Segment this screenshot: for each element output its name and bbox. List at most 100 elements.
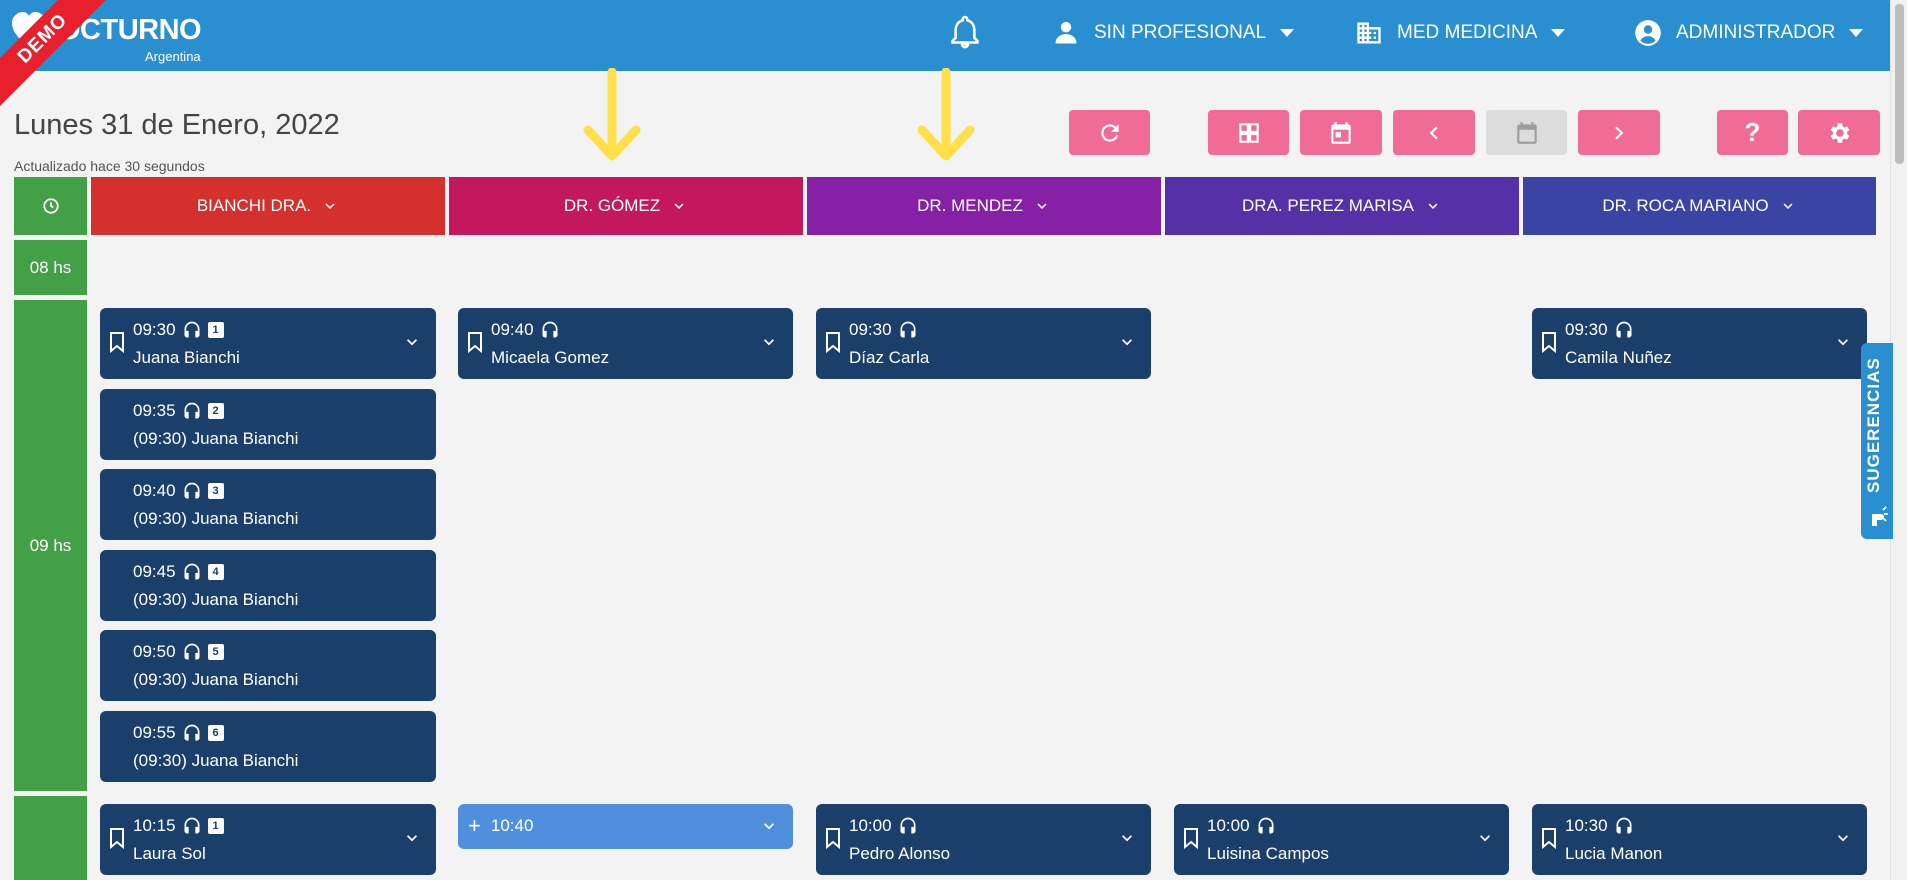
- settings-button[interactable]: [1798, 110, 1880, 155]
- headset-icon: [1258, 817, 1274, 834]
- refresh-icon: [1100, 123, 1119, 142]
- patient-name: (09:30) Juana Bianchi: [133, 670, 299, 689]
- headset-icon: [900, 817, 916, 834]
- overbooking-number: 6: [207, 725, 224, 741]
- bookmark-icon[interactable]: [825, 331, 841, 353]
- bookmark-icon[interactable]: [1541, 827, 1557, 849]
- chevron-down-icon[interactable]: [1117, 828, 1137, 848]
- grid-view-button[interactable]: [1208, 110, 1289, 155]
- gear-icon: [1830, 122, 1850, 143]
- building-icon: [1357, 22, 1381, 44]
- appointment-card[interactable]: 09:40 Micaela Gomez: [458, 308, 793, 379]
- help-button[interactable]: ?: [1717, 110, 1788, 155]
- appointment-time: 09:50: [133, 642, 176, 661]
- top-bar: OCTURNO Argentina DEMO SIN PROFESIONAL M…: [0, 0, 1890, 119]
- bookmark-icon[interactable]: [109, 331, 125, 353]
- chevron-down-icon[interactable]: [402, 332, 422, 352]
- headset-icon: [184, 482, 200, 499]
- patient-name: Micaela Gomez: [491, 348, 610, 367]
- appointment-time: 09:55: [133, 723, 176, 742]
- overbooking-number: 2: [207, 403, 224, 419]
- clinic-selector[interactable]: MED MEDICINA: [1355, 18, 1566, 48]
- bookmark-icon[interactable]: [467, 331, 483, 353]
- chevron-down-icon: [1428, 203, 1438, 209]
- appointment-time: 10:15: [133, 816, 176, 835]
- chevron-down-icon[interactable]: [1833, 332, 1853, 352]
- lightbulb-hand-icon: [1872, 506, 1888, 526]
- appointment-card[interactable]: 10:15 1 Laura Sol: [100, 804, 436, 875]
- appointment-time: 09:40: [133, 481, 176, 500]
- appointment-card[interactable]: 09:50 5 (09:30) Juana Bianchi: [100, 630, 436, 701]
- column-header-bianchi[interactable]: BIANCHI DRA.: [91, 177, 445, 235]
- user-menu[interactable]: ADMINISTRADOR: [1634, 18, 1864, 48]
- patient-name: Juana Bianchi: [133, 348, 240, 367]
- next-day-button[interactable]: [1578, 110, 1660, 155]
- chevron-down-icon[interactable]: [402, 828, 422, 848]
- appointment-card[interactable]: 09:55 6 (09:30) Juana Bianchi: [100, 711, 436, 782]
- column-header-perez[interactable]: DRA. PEREZ MARISA: [1165, 177, 1519, 235]
- overbooking-number: 1: [207, 818, 224, 834]
- headset-icon: [542, 321, 558, 338]
- appointment-card[interactable]: 10:00 Pedro Alonso: [816, 804, 1151, 875]
- plus-icon: +: [468, 813, 481, 838]
- caret-down-icon: [1551, 29, 1566, 37]
- column-header-mendez[interactable]: DR. MENDEZ: [807, 177, 1161, 235]
- previous-day-button[interactable]: [1393, 110, 1475, 155]
- appointment-time: 09:30: [133, 320, 176, 339]
- chevron-down-icon[interactable]: [759, 816, 779, 836]
- hour-label: 08 hs: [14, 240, 87, 295]
- refresh-button[interactable]: [1069, 110, 1150, 155]
- bookmark-icon[interactable]: [1541, 331, 1557, 353]
- chevron-down-icon[interactable]: [1833, 828, 1853, 848]
- chevron-left-icon: [1429, 126, 1438, 139]
- headset-icon: [184, 321, 200, 338]
- caret-down-icon: [1280, 29, 1295, 37]
- appointment-card[interactable]: 10:30 Lucia Manon: [1532, 804, 1867, 875]
- bookmark-icon[interactable]: [1183, 827, 1199, 849]
- appointment-card[interactable]: 10:00 Luisina Campos: [1174, 804, 1509, 875]
- bookmark-icon[interactable]: [825, 827, 841, 849]
- patient-name: (09:30) Juana Bianchi: [133, 509, 299, 528]
- appointment-time: 09:45: [133, 562, 176, 581]
- calendar-icon: [1516, 121, 1537, 144]
- column-name: DR. ROCA MARIANO: [1602, 196, 1769, 215]
- patient-name: (09:30) Juana Bianchi: [133, 429, 299, 448]
- calendar-picker-button[interactable]: [1486, 110, 1567, 155]
- column-name: DR. MENDEZ: [917, 196, 1023, 215]
- patient-name: Laura Sol: [133, 844, 206, 863]
- column-header-gomez[interactable]: DR. GÓMEZ: [449, 177, 803, 235]
- chevron-down-icon: [1783, 203, 1793, 209]
- chevron-down-icon[interactable]: [759, 332, 779, 352]
- bookmark-icon[interactable]: [109, 827, 125, 849]
- headset-icon: [184, 817, 200, 834]
- chevron-right-icon: [1615, 126, 1624, 139]
- clock-icon: [42, 198, 59, 214]
- appointment-time: 09:40: [491, 320, 534, 339]
- day-calendar-button[interactable]: [1300, 110, 1382, 155]
- updated-status: Actualizado hace 30 segundos: [14, 158, 205, 174]
- overbooking-number: 3: [207, 483, 224, 499]
- free-slot-button[interactable]: + 10:40: [458, 804, 793, 849]
- patient-name: Luisina Campos: [1207, 844, 1329, 863]
- chevron-down-icon[interactable]: [1117, 332, 1137, 352]
- appointment-time: 09:30: [1565, 320, 1608, 339]
- appointment-time: 10:00: [849, 816, 892, 835]
- user-label: ADMINISTRADOR: [1676, 22, 1836, 43]
- bell-icon[interactable]: [948, 15, 982, 51]
- chevron-down-icon[interactable]: [1475, 828, 1495, 848]
- appointment-time: 10:00: [1207, 816, 1250, 835]
- patient-name: (09:30) Juana Bianchi: [133, 751, 299, 770]
- overbooking-number: 5: [207, 644, 224, 660]
- suggestions-tab[interactable]: SUGERENCIAS: [1861, 343, 1893, 539]
- appointment-card[interactable]: 09:40 3 (09:30) Juana Bianchi: [100, 469, 436, 540]
- appointment-card[interactable]: 09:30 Camila Nuñez: [1532, 308, 1867, 379]
- column-header-roca[interactable]: DR. ROCA MARIANO: [1523, 177, 1876, 235]
- appointment-card[interactable]: 09:30 Díaz Carla: [816, 308, 1151, 379]
- patient-name: Pedro Alonso: [849, 844, 951, 863]
- scrollbar-thumb[interactable]: [1895, 4, 1904, 164]
- overbooking-number: 4: [207, 564, 224, 580]
- professional-selector[interactable]: SIN PROFESIONAL: [1052, 18, 1295, 48]
